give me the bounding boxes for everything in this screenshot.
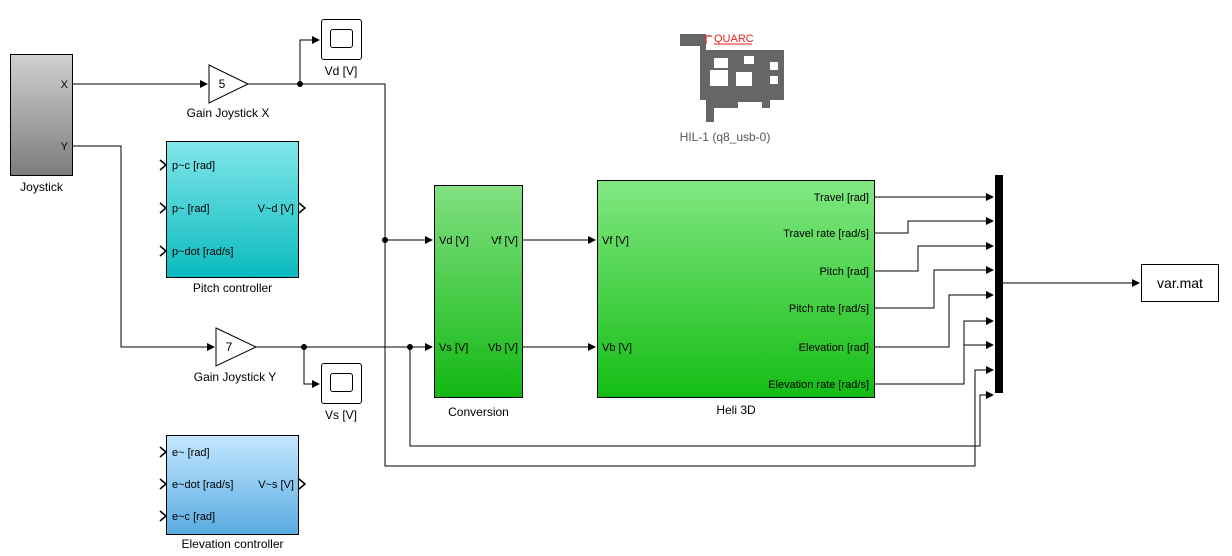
heli-output-pitch-rate: Pitch rate [rad/s]	[788, 303, 869, 315]
heli-input-vb: Vb [V]	[602, 342, 632, 354]
heli-input-vf: Vf [V]	[602, 235, 629, 247]
elevation-controller-label: Elevation controller	[181, 537, 284, 551]
wire-gain-x-out	[248, 83, 433, 244]
wire-to-scope-vd	[299, 36, 320, 84]
wire-vs-feedback	[409, 347, 994, 447]
to-file-block[interactable]: var.mat	[1141, 264, 1219, 302]
scope-vd-block[interactable]	[321, 19, 362, 60]
joystick-label: Joystick	[20, 180, 63, 194]
gain-x-label: Gain Joystick X	[186, 106, 270, 120]
conv-input-vs: Vs [V]	[439, 342, 469, 354]
branch-point	[382, 237, 388, 243]
wire-elevation-rate	[875, 317, 994, 385]
wire-joystick-y	[73, 145, 215, 351]
gain-x-triangle	[208, 64, 250, 104]
wire-elevation	[875, 291, 994, 348]
heli-3d-block[interactable]: Vf [V] Vb [V] Travel [rad] Travel rate […	[597, 180, 875, 398]
gain-y-label: Gain Joystick Y	[193, 370, 277, 384]
heli-3d-label: Heli 3D	[716, 403, 756, 417]
mux-block[interactable]	[995, 175, 1003, 393]
pitch-controller-label: Pitch controller	[192, 281, 273, 295]
branch-point	[301, 344, 307, 350]
wire-vd-feedback	[384, 240, 994, 467]
joystick-block[interactable]: X Y	[10, 54, 73, 176]
elevation-controller-block[interactable]: e~ [rad] e~dot [rad/s] e~c [rad] V~s [V]	[166, 435, 299, 535]
pitch-input-p: p~ [rad]	[172, 203, 210, 215]
conv-output-vb: Vb [V]	[488, 342, 518, 354]
gain-x-value[interactable]: 5	[218, 77, 226, 91]
scope-icon	[330, 373, 353, 392]
scope-icon	[330, 29, 353, 48]
conversion-block[interactable]: Vd [V] Vs [V] Vf [V] Vb [V]	[434, 185, 523, 398]
branch-point	[407, 344, 413, 350]
pitch-input-pc: p~c [rad]	[172, 160, 216, 172]
scope-vs-block[interactable]	[321, 363, 362, 404]
pitch-output-vd: V~d [V]	[257, 203, 294, 215]
pitch-controller-block[interactable]: p~c [rad] p~ [rad] p~dot [rad/s] V~d [V]	[166, 141, 299, 278]
gain-y-triangle	[215, 327, 258, 367]
joystick-port-y: Y	[60, 141, 68, 153]
elev-input-edot: e~dot [rad/s]	[172, 479, 234, 491]
heli-output-elevation-rate: Elevation rate [rad/s]	[768, 379, 869, 391]
pitch-input-pdot: p~dot [rad/s]	[172, 246, 234, 258]
heli-output-pitch: Pitch [rad]	[819, 266, 869, 278]
wire-travel-rate	[875, 217, 994, 234]
port-chevron	[298, 478, 307, 490]
scope-vs-label: Vs [V]	[324, 408, 357, 422]
port-chevron	[298, 202, 307, 214]
wire-to-scope-vs	[303, 347, 320, 388]
heli-output-travel-rate: Travel rate [rad/s]	[783, 228, 869, 240]
elev-input-ec: e~c [rad]	[172, 511, 216, 523]
hil-board-icon: QUARC	[680, 33, 784, 122]
scope-vd-label: Vd [V]	[324, 64, 358, 78]
hil-label: HIL-1 (q8_usb-0)	[679, 130, 771, 144]
heli-output-travel: Travel [rad]	[813, 192, 869, 204]
conv-output-vf: Vf [V]	[491, 235, 518, 247]
quarc-logo-text: QUARC	[714, 33, 754, 45]
wire-pitch	[875, 242, 994, 272]
heli-output-elevation: Elevation [rad]	[798, 342, 869, 354]
conversion-label: Conversion	[448, 405, 509, 419]
branch-point	[297, 81, 303, 87]
elev-output-vs: V~s [V]	[258, 479, 294, 491]
elev-input-e: e~ [rad]	[172, 447, 210, 459]
joystick-port-x: X	[60, 79, 68, 91]
gain-y-value[interactable]: 7	[225, 340, 233, 354]
wire-pitch-rate	[875, 266, 994, 309]
to-file-label: var.mat	[1157, 275, 1203, 291]
conv-input-vd: Vd [V]	[439, 235, 469, 247]
